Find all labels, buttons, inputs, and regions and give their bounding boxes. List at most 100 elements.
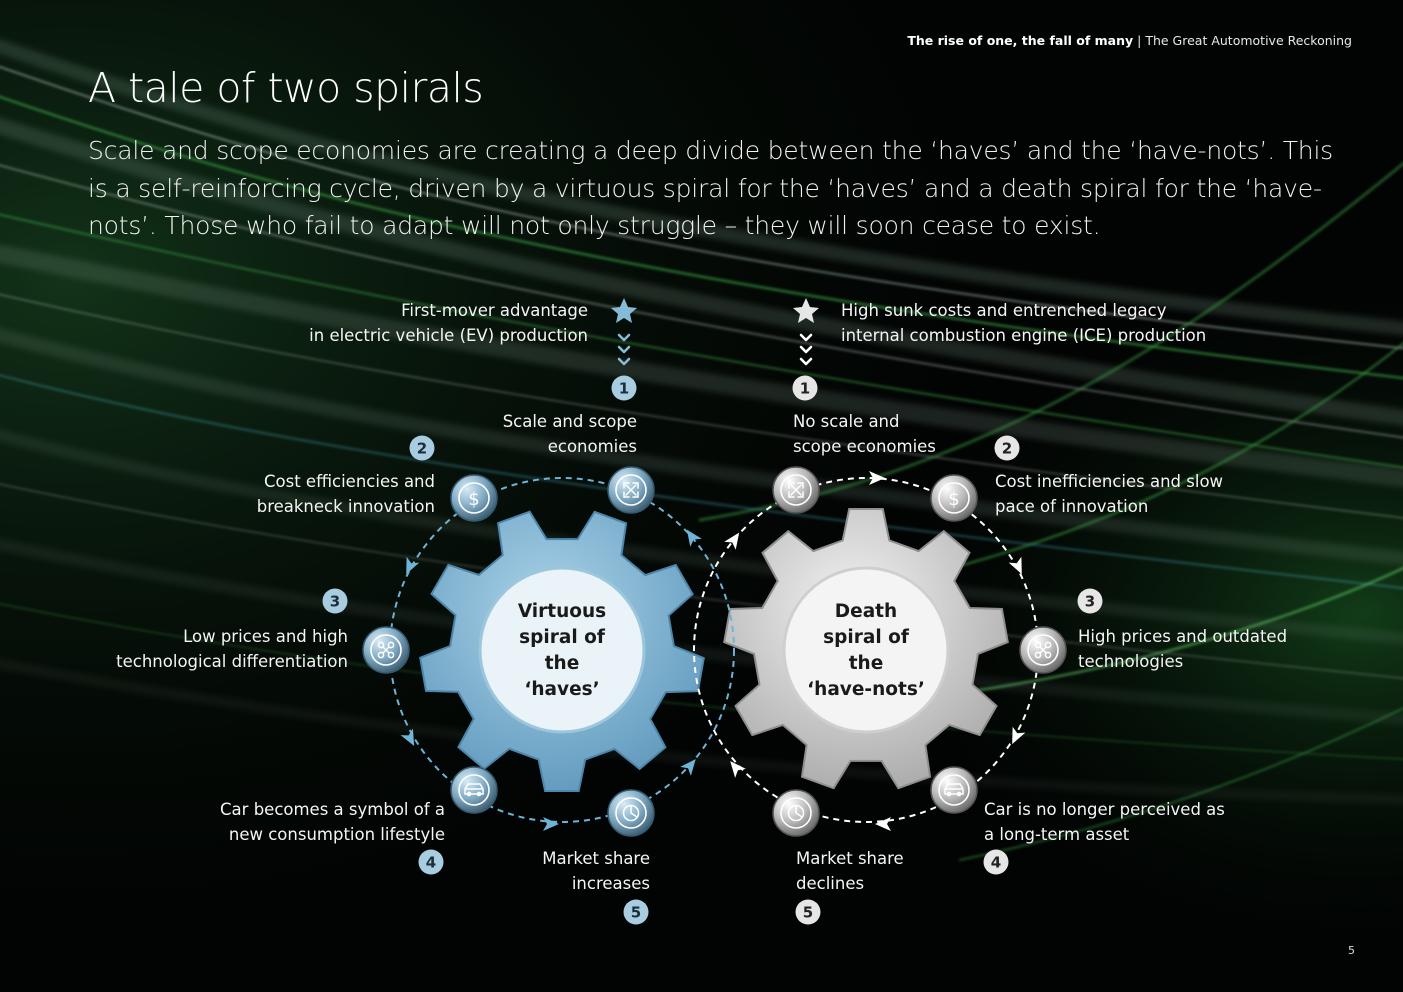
arrow-chevron bbox=[1008, 556, 1022, 575]
text-line: increases bbox=[571, 874, 650, 893]
death-node-2: $ bbox=[930, 474, 978, 522]
virtuous-badge-5: 5 bbox=[623, 899, 649, 925]
virtuous-step-4-label: Car becomes a symbol of a new consumptio… bbox=[220, 797, 445, 847]
network-icon bbox=[1034, 641, 1052, 659]
arrow-chevron bbox=[875, 817, 891, 831]
arrow-chevron bbox=[1012, 726, 1026, 745]
arrow-chevron bbox=[869, 471, 885, 485]
death-gear bbox=[723, 508, 1009, 790]
virtuous-direction-arrows bbox=[400, 529, 702, 831]
arrow-chevron bbox=[730, 761, 746, 778]
svg-text:5: 5 bbox=[803, 904, 813, 922]
death-badge-2: 2 bbox=[994, 435, 1020, 461]
svg-text:5: 5 bbox=[631, 904, 641, 922]
text-line: technological differentiation bbox=[116, 652, 348, 671]
text-line: High prices and outdated bbox=[1078, 627, 1288, 646]
death-badge-5: 5 bbox=[795, 899, 821, 925]
virtuous-step-2-label: Cost efficiencies and breakneck innovati… bbox=[257, 469, 435, 519]
svg-text:2: 2 bbox=[1002, 440, 1012, 458]
death-node-4 bbox=[930, 766, 978, 814]
virtuous-badge-2: 2 bbox=[409, 435, 435, 461]
virtuous-node-1 bbox=[607, 466, 655, 514]
death-node-1 bbox=[772, 466, 820, 514]
arrow-chevron bbox=[400, 728, 415, 746]
text-line: No scale and bbox=[793, 412, 900, 431]
svg-text:2: 2 bbox=[417, 440, 427, 458]
virtuous-step-5-label: Market share increases bbox=[542, 846, 650, 896]
dollar-icon: $ bbox=[468, 489, 479, 510]
core-line: Virtuous bbox=[517, 601, 607, 622]
core-line: the bbox=[544, 653, 580, 674]
car-icon bbox=[944, 783, 964, 797]
page-title: A tale of two spirals bbox=[88, 64, 484, 112]
svg-text:1: 1 bbox=[800, 380, 810, 398]
text-line: new consumption lifestyle bbox=[228, 825, 445, 844]
text-line: pace of innovation bbox=[995, 497, 1149, 516]
death-core-label: Death spiral of the ‘have-nots’ bbox=[796, 599, 936, 703]
virtuous-badge-4: 4 bbox=[418, 849, 444, 875]
death-badge-4: 4 bbox=[983, 849, 1009, 875]
text-line: declines bbox=[796, 874, 865, 893]
star-icon bbox=[793, 298, 819, 323]
core-line: spiral of bbox=[823, 627, 909, 648]
virtuous-step-1-label: Scale and scope economies bbox=[503, 409, 637, 459]
text-line: First-mover advantage bbox=[401, 301, 588, 320]
text-line: High sunk costs and entrenched legacy bbox=[841, 301, 1167, 320]
text-line: Car becomes a symbol of a bbox=[220, 800, 445, 819]
death-badge-3: 3 bbox=[1077, 588, 1103, 614]
virtuous-step-3-label: Low prices and high technological differ… bbox=[116, 624, 348, 674]
text-line: internal combustion engine (ICE) product… bbox=[841, 326, 1207, 345]
page-subtitle: Scale and scope economies are creating a… bbox=[88, 136, 1334, 240]
death-direction-arrows bbox=[724, 471, 1026, 831]
svg-text:1: 1 bbox=[619, 380, 629, 398]
text-line: Scale and scope bbox=[502, 412, 637, 431]
death-node-3 bbox=[1019, 626, 1067, 674]
virtuous-node-3 bbox=[362, 626, 410, 674]
header-bold: The rise of one, the fall of many bbox=[907, 33, 1134, 48]
virtuous-gear bbox=[419, 510, 705, 792]
virtuous-trigger-marker bbox=[611, 298, 637, 366]
text-line: technologies bbox=[1078, 652, 1184, 671]
arrow-chevron bbox=[406, 556, 420, 575]
arrow-chevron bbox=[724, 532, 740, 550]
virtuous-core-label: Virtuous spiral of the ‘haves’ bbox=[492, 599, 632, 703]
document-header: The rise of one, the fall of many | The … bbox=[907, 33, 1352, 48]
death-node-5 bbox=[772, 789, 820, 837]
header-rest: The Great Automotive Reckoning bbox=[1145, 33, 1352, 48]
core-line: the bbox=[848, 653, 884, 674]
core-line: spiral of bbox=[519, 627, 605, 648]
virtuous-badge-1: 1 bbox=[611, 375, 637, 401]
text-line: Low prices and high bbox=[183, 627, 348, 646]
text-line: Market share bbox=[542, 849, 650, 868]
virtuous-badge-3: 3 bbox=[322, 588, 348, 614]
car-icon bbox=[464, 783, 484, 797]
text-line: Car is no longer perceived as bbox=[984, 800, 1225, 819]
pie-chart-icon bbox=[622, 804, 640, 822]
text-line: breakneck innovation bbox=[256, 497, 435, 516]
virtuous-trigger-text: First-mover advantage in electric vehicl… bbox=[309, 298, 588, 348]
virtuous-node-5 bbox=[607, 789, 655, 837]
text-line: in electric vehicle (EV) production bbox=[309, 326, 588, 345]
pie-chart-icon bbox=[787, 804, 805, 822]
death-step-1-label: No scale and scope economies bbox=[793, 409, 936, 459]
virtuous-node-4 bbox=[450, 766, 498, 814]
network-icon bbox=[377, 641, 395, 659]
death-step-3-label: High prices and outdated technologies bbox=[1078, 624, 1287, 674]
core-line: Death bbox=[834, 601, 898, 622]
text-line: Cost inefficiencies and slow bbox=[995, 472, 1224, 491]
death-step-4-label: Car is no longer perceived as a long-ter… bbox=[984, 797, 1225, 847]
text-line: Cost efficiencies and bbox=[264, 472, 435, 491]
text-line: economies bbox=[547, 437, 637, 456]
arrow-chevron bbox=[543, 817, 559, 831]
arrow-chevron bbox=[686, 529, 702, 547]
core-line: ‘have-nots’ bbox=[807, 679, 925, 700]
svg-text:4: 4 bbox=[991, 854, 1001, 872]
header-separator: | bbox=[1133, 33, 1146, 48]
svg-text:3: 3 bbox=[330, 593, 340, 611]
virtuous-node-2: $ bbox=[450, 474, 498, 522]
text-line: Market share bbox=[796, 849, 904, 868]
death-trigger-marker bbox=[793, 298, 819, 366]
text-line: a long-term asset bbox=[984, 825, 1130, 844]
